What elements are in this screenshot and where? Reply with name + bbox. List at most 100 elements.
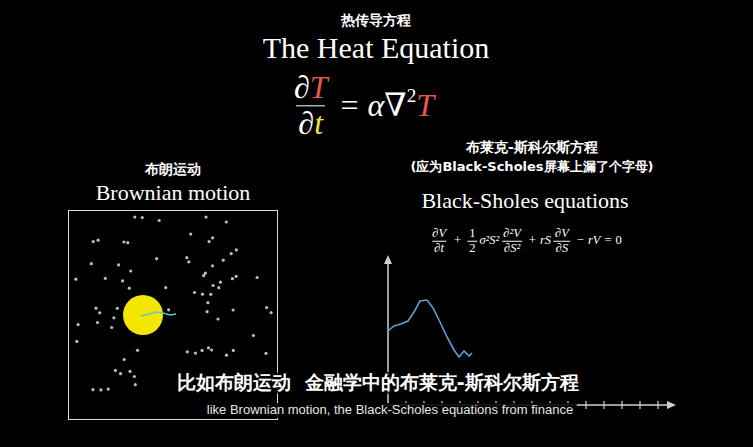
particle-dot <box>77 323 80 326</box>
particle-dot <box>270 311 273 314</box>
particle-dot <box>92 240 95 243</box>
denominator: ∂S <box>554 241 570 256</box>
particle-dot <box>97 239 100 242</box>
particle-path <box>141 312 176 316</box>
particle-dot <box>117 263 120 266</box>
black-scholes-equation: ∂V∂t+12σ²S²∂²V∂S²+rS∂V∂S−rV=0 <box>428 227 621 256</box>
fraction: ∂V∂S <box>553 227 571 256</box>
axis-tick <box>603 401 604 409</box>
particle-dot <box>164 286 167 289</box>
particle-dot <box>129 269 132 272</box>
particle-dot <box>167 308 170 311</box>
particle-dot <box>123 358 126 361</box>
numerator: ∂T <box>292 70 330 105</box>
particle-dot <box>74 278 77 281</box>
equation-symbol: t <box>314 106 323 142</box>
particle-dot <box>136 349 139 352</box>
particle-dot <box>99 388 102 391</box>
particle-dot <box>112 316 115 319</box>
particle-dot <box>225 354 228 357</box>
particle-dot <box>187 260 190 263</box>
axis-tick <box>621 401 622 409</box>
fraction: ∂²V∂S² <box>501 227 523 256</box>
particle-dot <box>265 306 268 309</box>
equation-symbol: 1 <box>469 226 475 240</box>
equation-symbol: T <box>310 69 328 105</box>
numerator: ∂V <box>430 227 448 241</box>
particle-dot <box>119 372 122 375</box>
axis-tick <box>657 401 658 409</box>
particle-dot <box>209 293 212 296</box>
particle-dot <box>121 279 124 282</box>
particle-dot <box>126 241 129 244</box>
particle-dot <box>155 257 158 260</box>
particle-dot <box>75 340 78 343</box>
subtitle: 比如布朗运动 金融学中的布莱克-斯科尔斯方程 <box>173 372 582 394</box>
equation-heading: Black-Sholes equations <box>421 188 628 213</box>
box-heading: Brownian motion <box>96 180 251 205</box>
equation-symbol: 0 <box>615 234 621 248</box>
equation-symbol: σ²S² <box>479 234 499 248</box>
subtitle-english: like Brownian motion, the Black-Scholes … <box>203 403 577 418</box>
equation-symbol: = <box>341 88 359 123</box>
equation-symbol: ∂ <box>294 69 310 105</box>
particle-dot <box>206 310 209 313</box>
chinese-title: 热传导方程 <box>341 12 411 28</box>
equation-symbol: ∂V <box>555 226 569 240</box>
particle-dot <box>264 352 267 355</box>
particle-dot <box>232 349 235 352</box>
equation-symbol: − <box>577 234 584 248</box>
equation-symbol: 2 <box>469 241 475 255</box>
particle-dot <box>91 388 94 391</box>
price-line <box>388 300 472 357</box>
equation-symbol: ∂S <box>556 241 568 255</box>
particle-dot <box>133 216 136 219</box>
chinese-heading: 布朗运动 <box>145 161 201 177</box>
particle-dot <box>133 375 136 378</box>
particle-dot <box>222 259 225 262</box>
particle-dot <box>208 240 211 243</box>
particle-dot <box>206 301 209 304</box>
particle-dot <box>96 321 99 324</box>
particle-dot <box>204 272 207 275</box>
numerator: 1 <box>467 227 477 241</box>
equation-symbol: + <box>454 234 461 248</box>
particle-dot <box>201 293 204 296</box>
numerator: ∂²V <box>501 227 523 241</box>
particle-dots <box>74 216 273 392</box>
particle-dot <box>128 287 131 290</box>
denominator: ∂S² <box>502 241 522 256</box>
heat-equation: ∂T∂t=α∇2T <box>290 70 434 141</box>
denominator: ∂t <box>296 106 325 142</box>
numerator: ∂V <box>553 227 571 241</box>
denominator: ∂t <box>432 241 446 256</box>
equation-symbol: + <box>529 234 536 248</box>
particle-dot <box>189 233 192 236</box>
particle-dot <box>256 276 259 279</box>
particle-dot <box>211 264 214 267</box>
particle-dot <box>235 248 238 251</box>
particle-dot <box>201 349 204 352</box>
particle-dot <box>116 307 119 310</box>
particle-dot <box>232 308 235 311</box>
particle-dot <box>212 284 215 287</box>
particle-dot <box>216 317 219 320</box>
particle-dot <box>235 275 238 278</box>
particle-dot <box>207 346 210 349</box>
note: (应为Black-Scholes屏幕上漏了个字母) <box>410 160 653 175</box>
denominator: 2 <box>467 241 477 256</box>
particle-dot <box>204 216 207 219</box>
particle-dot <box>122 240 125 243</box>
particle-dot <box>194 352 197 355</box>
particle-dot <box>217 286 220 289</box>
fraction: ∂V∂t <box>430 227 448 256</box>
equation-symbol: 2 <box>407 85 417 106</box>
particle-dot <box>185 256 188 259</box>
equation-symbol: ∂ <box>298 106 314 142</box>
particle-dot <box>104 277 107 280</box>
particle-dot <box>98 311 101 314</box>
fraction: ∂T∂t <box>292 70 330 141</box>
particle-dot <box>94 307 97 310</box>
fraction: 12 <box>467 227 477 256</box>
